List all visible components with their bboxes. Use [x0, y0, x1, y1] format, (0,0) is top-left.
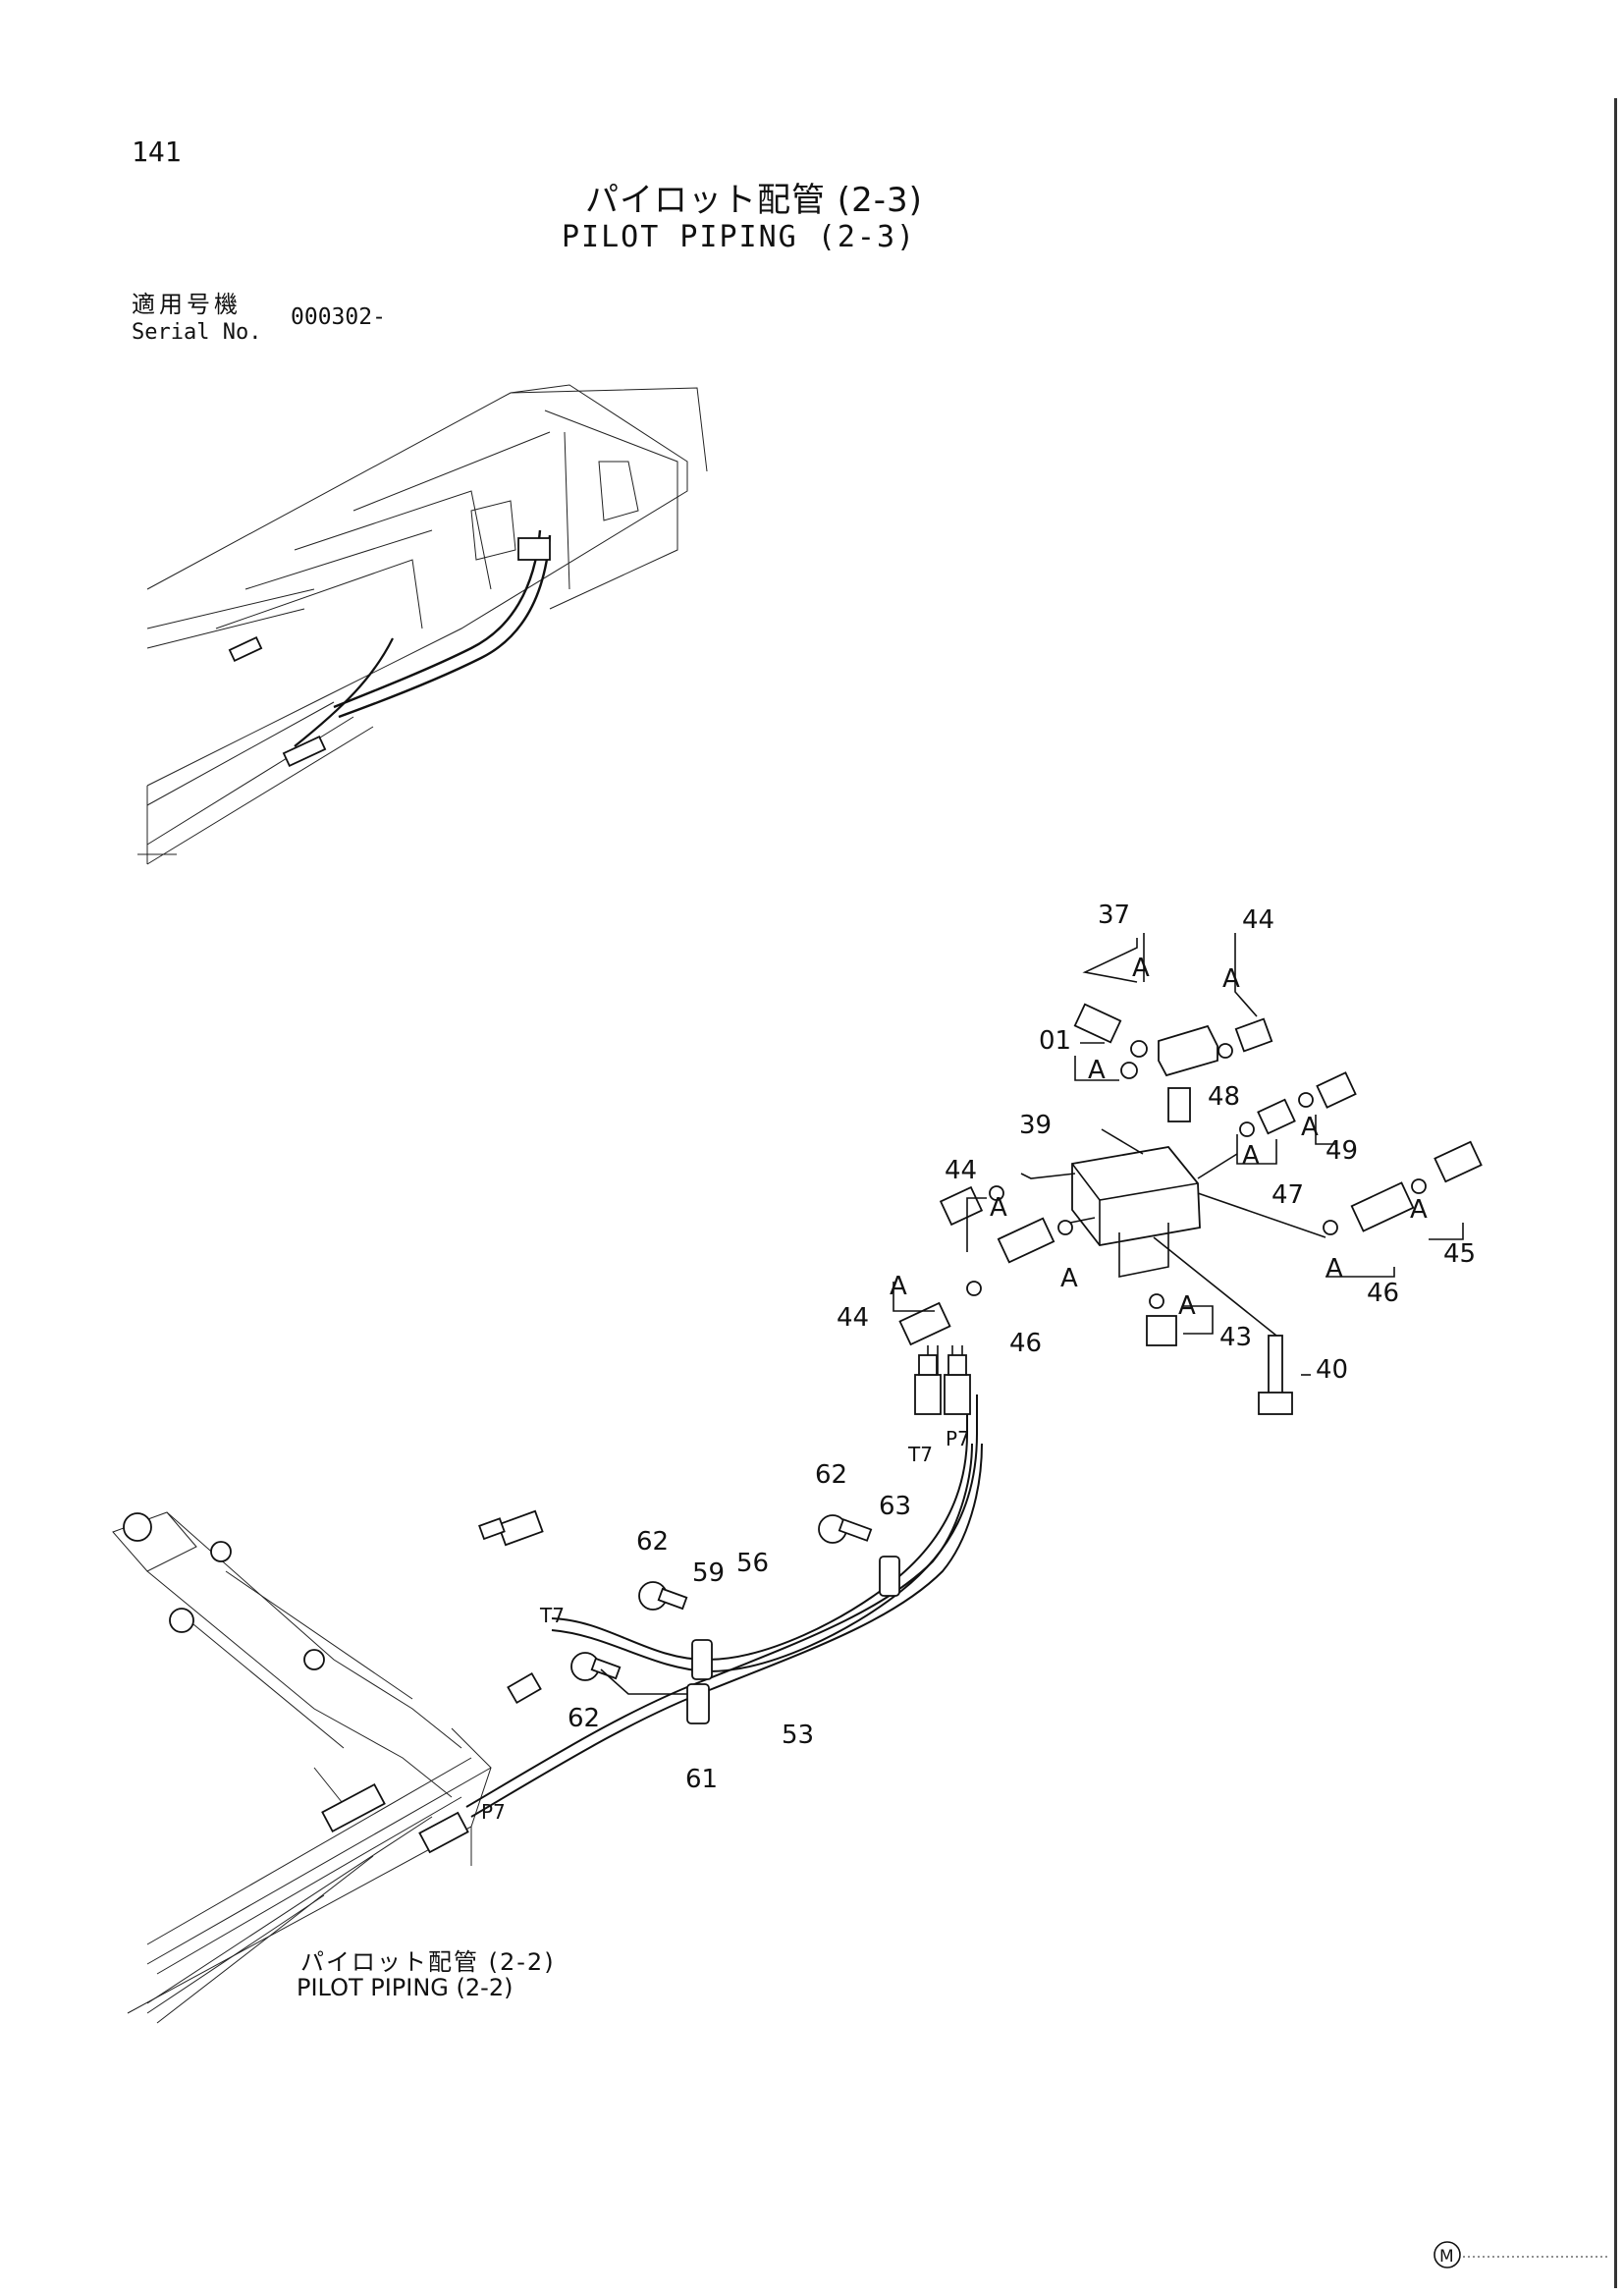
callout-53: 53 [782, 1721, 814, 1750]
port-label-t7-top: T7 [907, 1443, 933, 1466]
detail-marker-a: A [1060, 1264, 1078, 1293]
detail-marker-a: A [1325, 1254, 1343, 1284]
reference-note-japanese: パイロット配管 (2-2) [300, 1948, 556, 1976]
port-label-p7-left: P7 [481, 1800, 506, 1824]
detail-parts [893, 933, 1483, 1415]
callout-62-low: 62 [568, 1704, 600, 1733]
serial-label-english: Serial No. [132, 320, 262, 345]
clamps-and-bolts [570, 1514, 900, 1724]
port-label-p7-top: P7 [946, 1427, 970, 1450]
lower-frame-illustration [112, 1511, 542, 2024]
callout-37: 37 [1098, 901, 1130, 930]
callout-45: 45 [1443, 1239, 1476, 1269]
callout-63: 63 [879, 1492, 911, 1521]
callout-labels: 37 44 01 48 39 44 47 49 45 46 46 44 43 4… [481, 901, 1476, 1824]
callout-56: 56 [736, 1549, 769, 1578]
callout-49: 49 [1325, 1136, 1358, 1166]
footer-mark-letter: M [1439, 2247, 1454, 2267]
callout-44-tee: 44 [837, 1303, 869, 1333]
port-label-t7-left: T7 [539, 1604, 565, 1627]
detail-marker-a: A [1301, 1113, 1319, 1142]
callout-61: 61 [685, 1765, 718, 1794]
reference-note-english: PILOT PIPING (2-2) [297, 1974, 514, 2001]
detail-marker-a: A [1178, 1291, 1196, 1321]
callout-47: 47 [1271, 1180, 1304, 1210]
serial-label-japanese: 適用号機 [132, 291, 242, 318]
page-title-english: PILOT PIPING (2-3) [562, 220, 917, 254]
callout-62-top: 62 [815, 1460, 847, 1490]
callout-44-top: 44 [1242, 905, 1274, 935]
page-title-japanese: パイロット配管 (2-3) [585, 181, 923, 220]
detail-marker-a: A [1222, 964, 1240, 994]
page-edge-border [1614, 98, 1617, 2288]
page-number: 141 [132, 136, 182, 168]
detail-marker-a: A [990, 1193, 1007, 1223]
callout-48: 48 [1208, 1082, 1240, 1112]
machine-overview-illustration [137, 384, 708, 865]
callout-62-mid: 62 [636, 1527, 669, 1557]
callout-40: 40 [1316, 1355, 1348, 1385]
serial-number-value: 000302- [291, 304, 386, 330]
footer-mark: M [1434, 2241, 1610, 2269]
valve-block [1020, 1128, 1326, 1337]
detail-marker-a: A [1132, 954, 1150, 983]
callout-44-left: 44 [945, 1156, 977, 1185]
callout-01: 01 [1039, 1026, 1071, 1056]
callout-46-left: 46 [1009, 1329, 1042, 1358]
fittings [478, 1354, 971, 1547]
callout-46-right: 46 [1367, 1279, 1399, 1308]
callout-59: 59 [692, 1558, 725, 1588]
detail-marker-a: A [1410, 1195, 1428, 1225]
detail-marker-a: A [1242, 1141, 1260, 1171]
callout-39: 39 [1019, 1111, 1052, 1140]
detail-marker-a: A [1088, 1056, 1106, 1085]
detail-marker-a: A [890, 1272, 907, 1301]
callout-43: 43 [1219, 1323, 1252, 1352]
